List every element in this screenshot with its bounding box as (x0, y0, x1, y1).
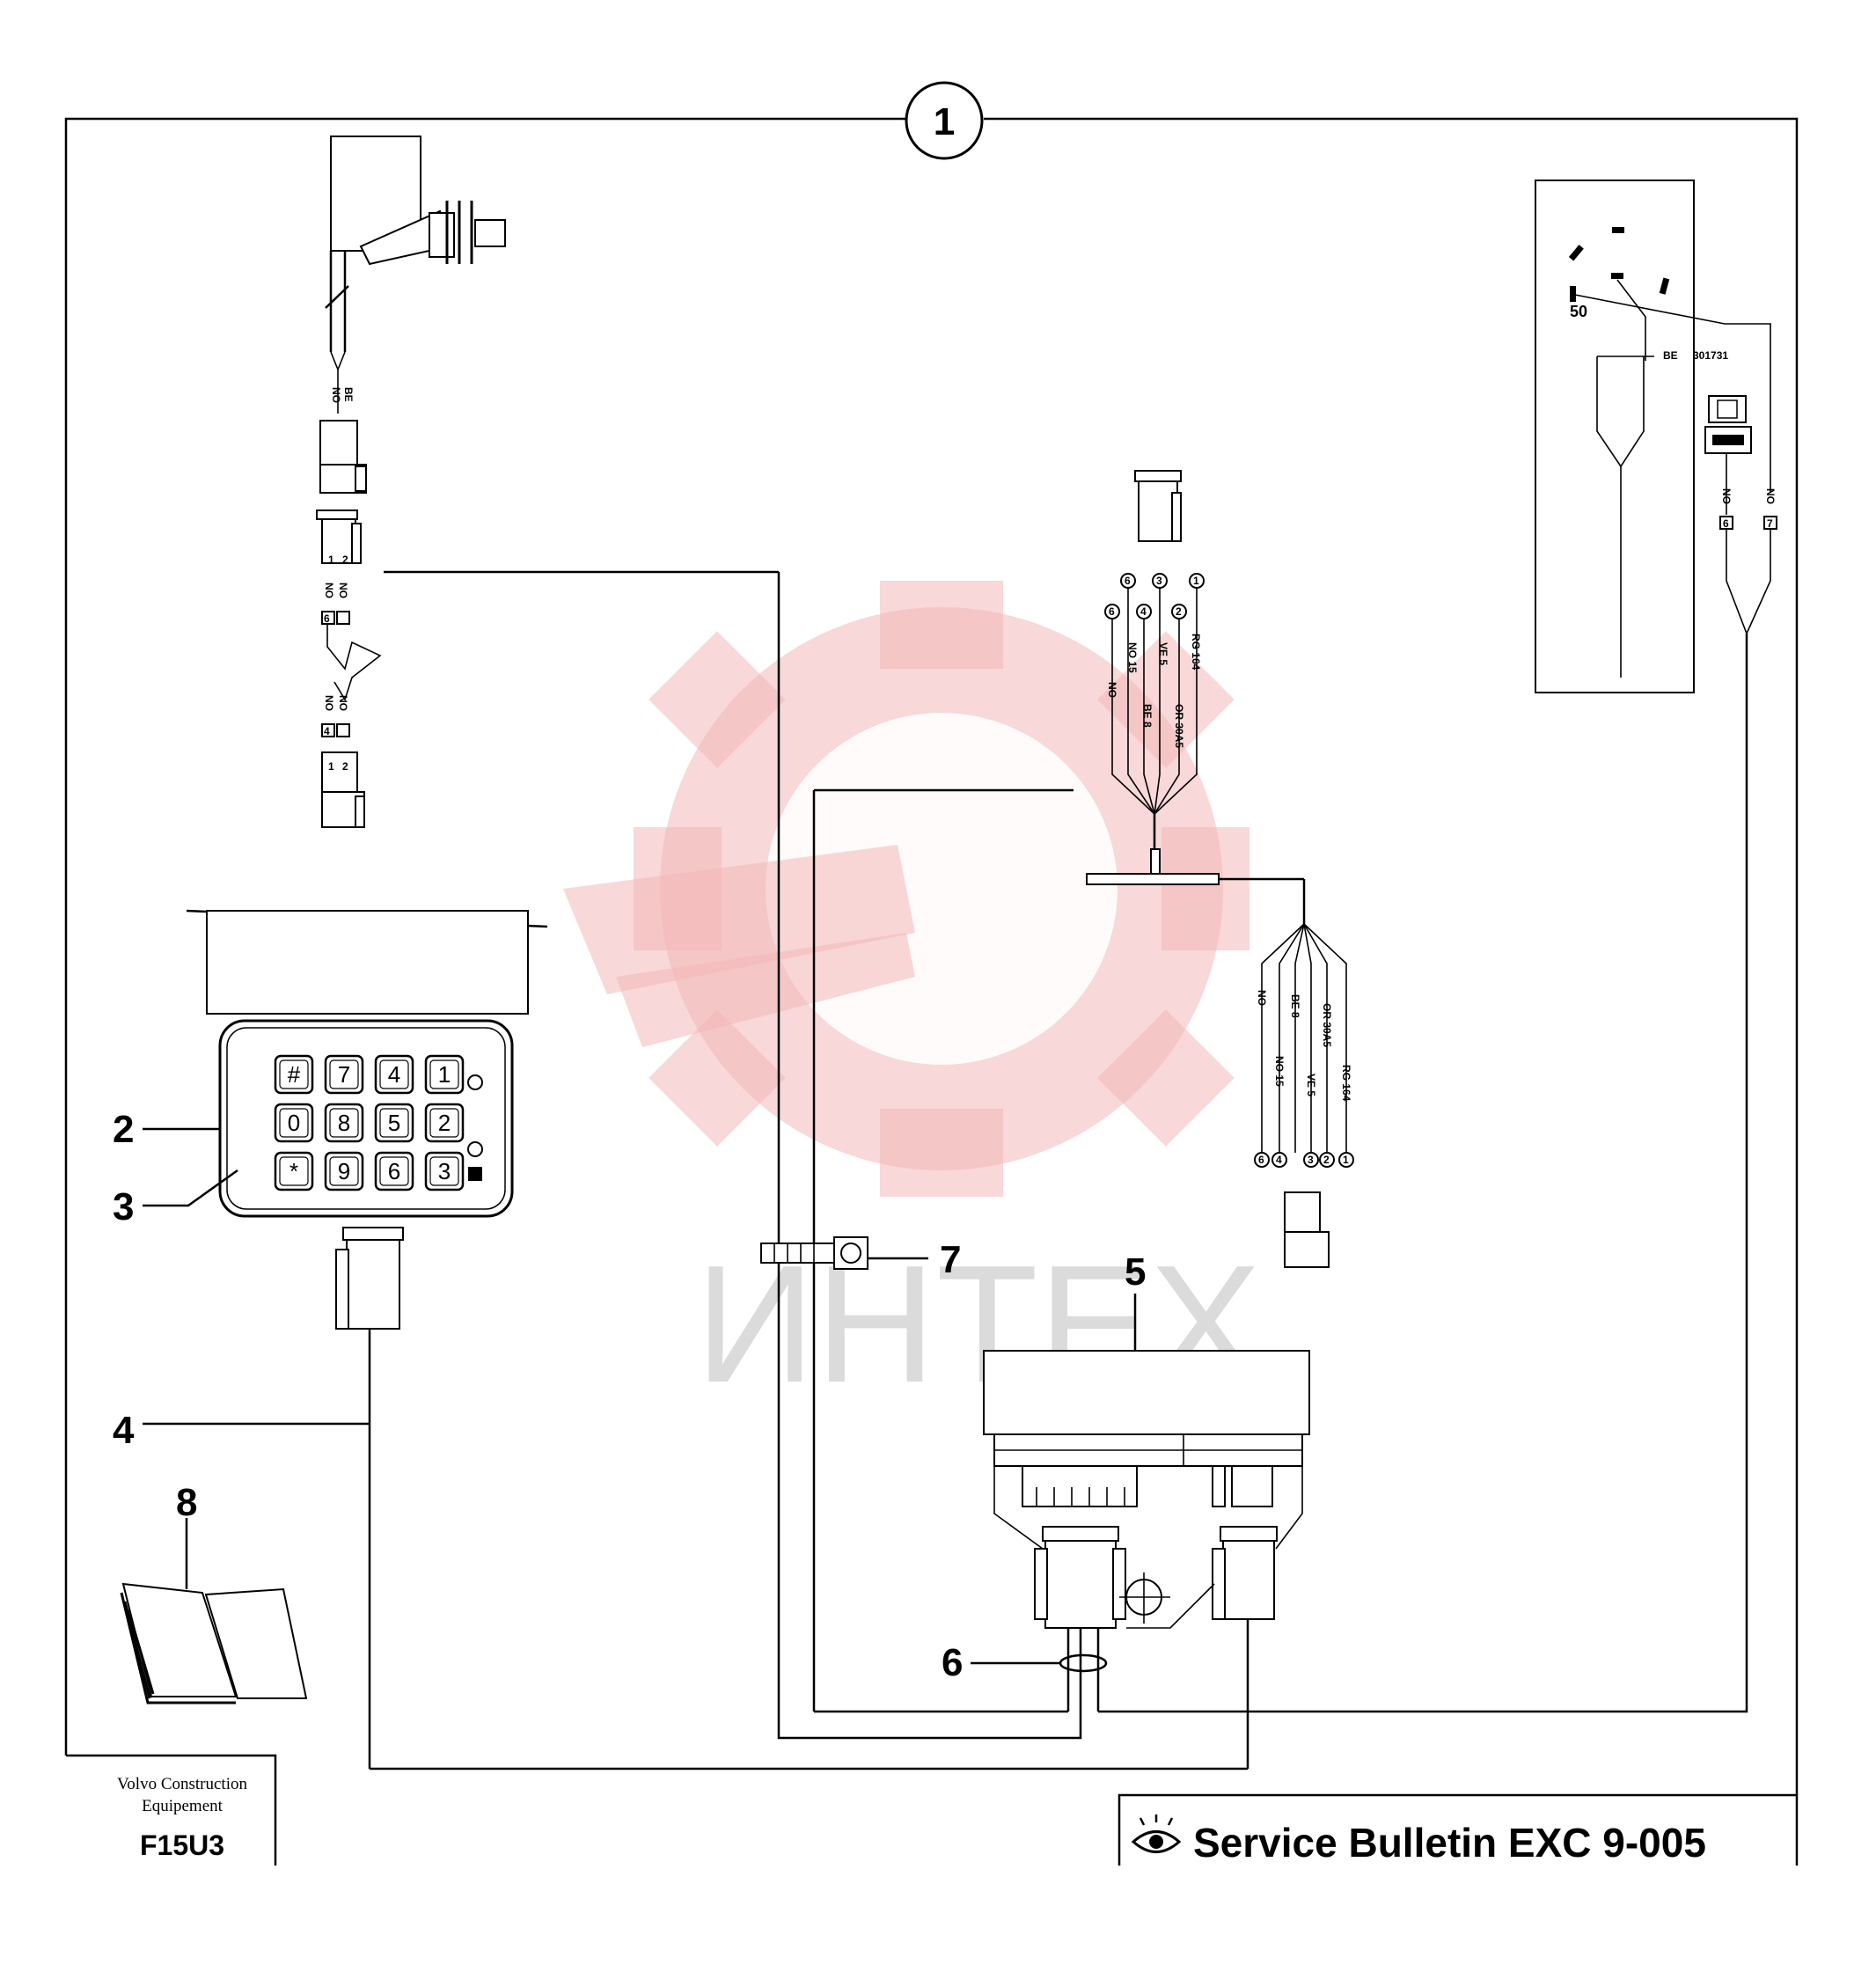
keypad-connector (335, 1227, 404, 1769)
cable-clamp (760, 1236, 928, 1270)
keypad-key: 1 (424, 1054, 465, 1095)
keypad-keys: #7 4 1 0 8 5 2 * 9 6 3 (274, 1054, 465, 1191)
svg-text:NO: NO (1256, 990, 1268, 1006)
svg-text:2: 2 (1176, 605, 1182, 618)
svg-text:OR 30A5: OR 30A5 (1321, 1003, 1333, 1047)
footer-left-box (66, 1754, 277, 1866)
callout-6: 6 (942, 1641, 963, 1684)
callout-7: 7 (940, 1238, 961, 1281)
svg-text:6: 6 (1258, 1154, 1264, 1166)
svg-text:BE 8: BE 8 (1141, 704, 1154, 728)
svg-text:50: 50 (1570, 303, 1587, 320)
eye-icon (1131, 1814, 1182, 1853)
callout-1: 1 (905, 81, 984, 160)
svg-text:4: 4 (1276, 1154, 1282, 1166)
frame-border (64, 117, 1799, 1866)
svg-text:6: 6 (324, 612, 330, 625)
keypad-key-label: 1 (438, 1061, 451, 1088)
keypad-key-label: 3 (438, 1158, 451, 1184)
svg-text:1: 1 (328, 760, 334, 773)
keypad-key-label: 8 (338, 1110, 350, 1136)
svg-text:2: 2 (342, 760, 348, 773)
svg-text:2: 2 (342, 553, 348, 566)
svg-text:NO: NO (323, 583, 335, 598)
svg-text:NO: NO (1720, 488, 1733, 504)
company-line-1: Volvo Construction (117, 1775, 247, 1793)
svg-text:NO: NO (337, 583, 349, 598)
callout-4: 4 (113, 1409, 135, 1452)
svg-text:4: 4 (1140, 605, 1147, 618)
svg-text:VE 5: VE 5 (1305, 1074, 1317, 1096)
svg-text:1: 1 (1343, 1154, 1349, 1166)
svg-text:NO 15: NO 15 (1273, 1056, 1286, 1087)
svg-text:NO: NO (1764, 488, 1777, 504)
keypad-key-label: 7 (338, 1061, 350, 1088)
footer-right-box (1118, 1793, 1797, 1866)
keypad-key: 6 (374, 1151, 414, 1191)
svg-text:NO: NO (337, 695, 349, 711)
manual-book-icon (120, 1518, 308, 1704)
svg-text:VE 5: VE 5 (1157, 642, 1169, 665)
keypad-key: 2 (424, 1103, 465, 1143)
callout-5: 5 (1125, 1250, 1146, 1294)
keypad-key-label: 5 (388, 1110, 400, 1136)
svg-text:3: 3 (1308, 1154, 1314, 1166)
svg-text:RG 164: RG 164 (1190, 634, 1202, 671)
svg-text:NO: NO (330, 387, 342, 403)
keypad-key: 4 (374, 1054, 414, 1095)
keypad-unit: #7 4 1 0 8 5 2 * 9 6 3 (186, 909, 548, 1218)
callout-3: 3 (113, 1185, 134, 1228)
svg-text:1: 1 (934, 100, 955, 143)
svg-text:RG 164: RG 164 (1340, 1065, 1352, 1102)
svg-text:BE: BE (342, 387, 355, 402)
callout-2: 2 (113, 1108, 134, 1151)
center-harness: 6 3 1 6 4 2 NO NO 15 BE 8 VE 5 OR 30A5 R… (812, 470, 1354, 1712)
svg-text:6: 6 (1109, 605, 1115, 618)
bulletin-title: Service Bulletin EXC 9-005 (1193, 1820, 1706, 1866)
keypad-key: * (274, 1151, 314, 1191)
harness-wire-3 (1098, 634, 1748, 1713)
keypad-key: 7 (324, 1054, 364, 1095)
harness-wire-1 (777, 572, 1082, 1740)
keypad-key-label: 2 (438, 1110, 451, 1136)
keypad-key: 0 (274, 1103, 314, 1143)
keypad-key: 8 (324, 1103, 364, 1143)
svg-text:3: 3 (1156, 575, 1162, 587)
svg-text:7: 7 (1767, 517, 1773, 530)
svg-text:NO: NO (323, 695, 335, 711)
keypad-harness-connectors: 1 2 NO NO 6 NO NO 4 1 2 (316, 509, 779, 828)
watermark-logo: ИНТЕХ (563, 581, 1261, 1418)
svg-text:NO 15: NO 15 (1126, 642, 1139, 673)
svg-text:301731: 301731 (1693, 349, 1728, 362)
keypad-key: # (274, 1054, 314, 1095)
svg-text:6: 6 (1125, 575, 1131, 587)
company-line-2: Equipement (142, 1797, 224, 1815)
keypad-key: 5 (374, 1103, 414, 1143)
keypad-key-label: 0 (288, 1110, 300, 1136)
callout-8: 8 (176, 1481, 197, 1524)
svg-text:BE 8: BE 8 (1289, 994, 1301, 1018)
keypad-key-label: # (288, 1061, 301, 1088)
keypad-key: 9 (324, 1151, 364, 1191)
svg-text:2: 2 (1323, 1154, 1330, 1166)
brake-switch-assembly: NO BE (319, 136, 506, 494)
control-unit (983, 1350, 1310, 1769)
svg-text:1: 1 (328, 553, 334, 566)
svg-text:6: 6 (1723, 517, 1729, 530)
svg-text:4: 4 (324, 725, 330, 737)
keypad-key-label: * (289, 1158, 298, 1184)
gauge-panel: 50 BE 301731 NO NO 6 7 (1535, 180, 1777, 693)
keypad-key-label: 9 (338, 1158, 350, 1184)
keypad-key-label: 6 (388, 1158, 400, 1184)
svg-text:BE: BE (1663, 349, 1678, 362)
keypad-key: 3 (424, 1151, 465, 1191)
keypad-key-label: 4 (388, 1061, 400, 1088)
svg-text:1: 1 (1193, 575, 1199, 587)
drawing-code: F15U3 (140, 1829, 224, 1861)
